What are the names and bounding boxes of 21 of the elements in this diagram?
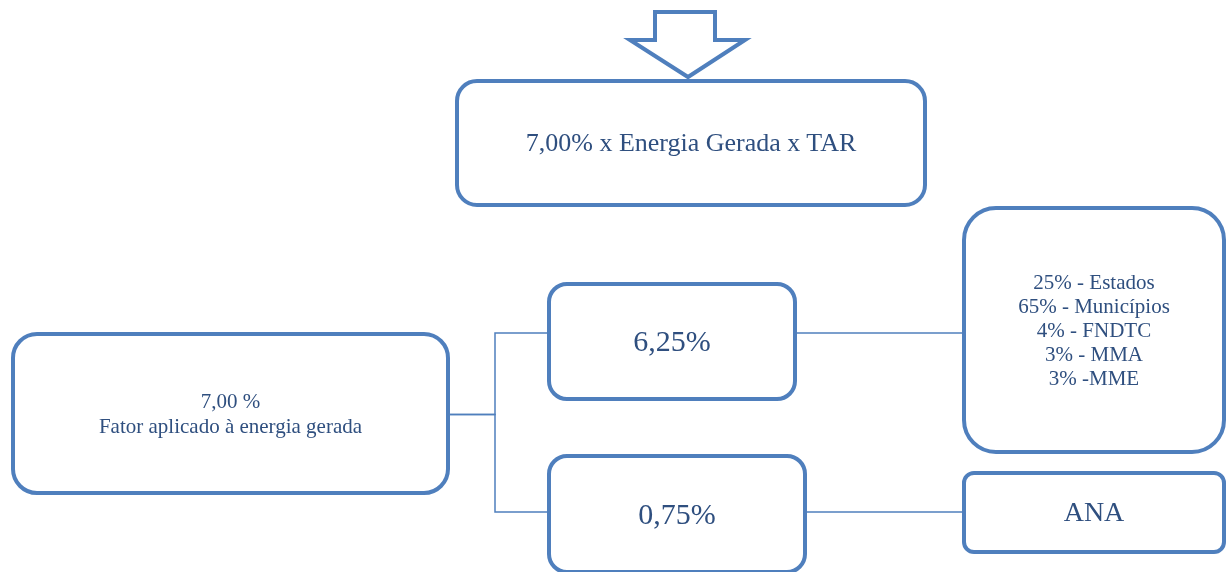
box-text: 3% - MMA (1045, 342, 1143, 367)
rounded-box (547, 454, 807, 572)
rounded-box (11, 332, 450, 495)
box-text: 7,00 % (200, 389, 261, 414)
rounded-box (962, 471, 1226, 554)
box-text: 65% - Municípios (1018, 293, 1170, 318)
box-text: ANA (1063, 496, 1125, 529)
box-text: 7,00% x Energia Gerada x TAR (525, 128, 857, 158)
box-text: Fator aplicado à energia gerada (98, 413, 363, 438)
rounded-box (962, 206, 1226, 454)
connector-line (796, 332, 963, 334)
box-text: 4% - FNDTC (1036, 317, 1152, 343)
rounded-box (547, 282, 797, 401)
connector-line (806, 511, 963, 513)
box-text: 3% -MME (1048, 366, 1140, 391)
box-text: 6,25% (633, 324, 711, 359)
box-text: 25% - Estados (1033, 269, 1155, 294)
box-text: 0,75% (638, 496, 716, 532)
rounded-box (455, 79, 927, 207)
block-arrow (623, 10, 752, 80)
connector-line (449, 413, 548, 513)
